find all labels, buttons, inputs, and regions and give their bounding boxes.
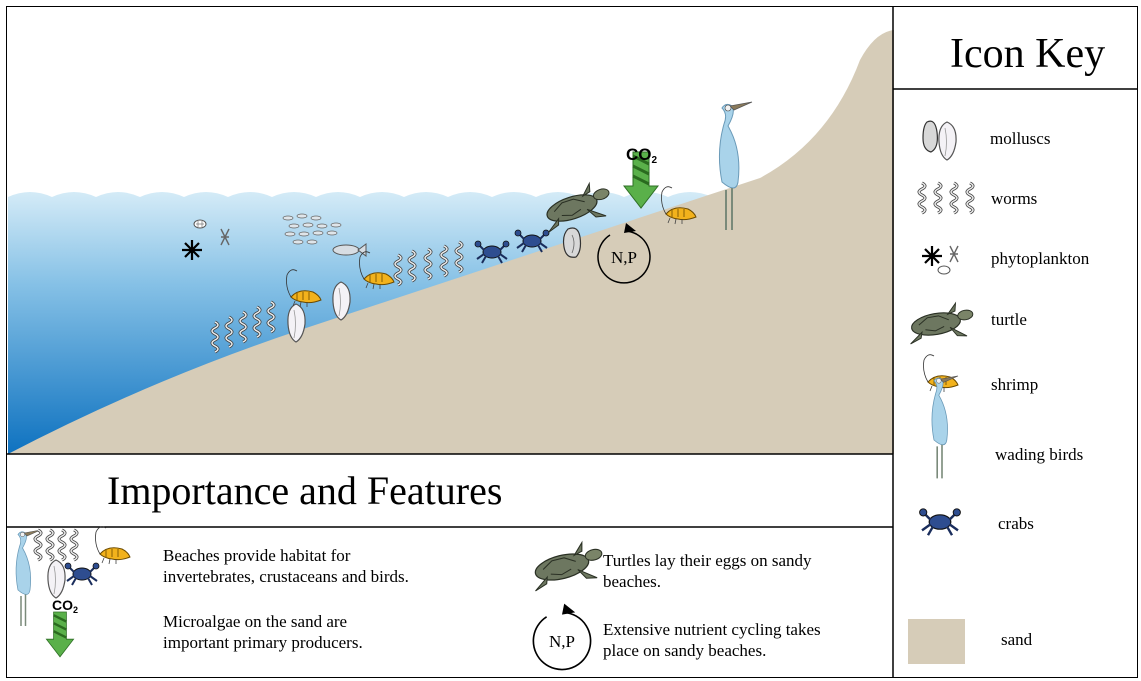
importance-habitat-line-1: Beaches provide habitat for [163, 546, 351, 565]
importance-turtle-line-2: beaches. [603, 572, 662, 591]
importance-nutrient-label: N,P [549, 632, 575, 651]
key-label-phytoplankton: phytoplankton [991, 249, 1090, 268]
importance-habitat-line-2: invertebrates, crustaceans and birds. [163, 567, 409, 586]
phytoplankton-icon [193, 219, 207, 229]
key-sand-swatch [908, 619, 965, 664]
importance-turtle-line-1: Turtles lay their eggs on sandy [603, 551, 812, 570]
importance-microalgae-text: Microalgae on the sand are important pri… [163, 611, 363, 653]
rock-mollusc-icon [562, 227, 582, 258]
icon-key-title: Icon Key [950, 31, 1106, 77]
phytoplankton-icon [182, 240, 202, 260]
importance-nutrient-line-2: place on sandy beaches. [603, 641, 767, 660]
nutrient-label: N,P [611, 248, 637, 267]
key-label-sand: sand [1001, 630, 1033, 649]
figure-border [6, 6, 1138, 678]
key-label-turtle: turtle [991, 310, 1027, 329]
importance-co2-label: CO2 [52, 597, 78, 615]
importance-nutrient-line-1: Extensive nutrient cycling takes [603, 620, 821, 639]
key-label-worms: worms [991, 189, 1038, 208]
key-label-molluscs: molluscs [990, 129, 1051, 148]
key-label-shrimp: shrimp [991, 375, 1039, 394]
fish-school [282, 213, 342, 245]
sand-beach [8, 30, 894, 454]
importance-title: Importance and Features [107, 468, 503, 513]
key-label-crabs: crabs [998, 514, 1034, 533]
importance-turtle-text: Turtles lay their eggs on sandy beaches. [603, 550, 812, 592]
importance-habitat-text: Beaches provide habitat for invertebrate… [163, 545, 409, 587]
key-phytoplankton-icon [922, 245, 959, 275]
phytoplankton-icon [220, 228, 230, 246]
key-label-wading-birds: wading birds [995, 445, 1084, 464]
importance-nutrient-text: Extensive nutrient cycling takes place o… [603, 619, 821, 661]
fish-icon [332, 243, 367, 257]
importance-microalgae-line-2: important primary producers. [163, 633, 363, 652]
co2-label: CO2 [626, 145, 658, 166]
key-mollusc-icon [922, 120, 957, 161]
importance-microalgae-line-1: Microalgae on the sand are [163, 612, 348, 631]
